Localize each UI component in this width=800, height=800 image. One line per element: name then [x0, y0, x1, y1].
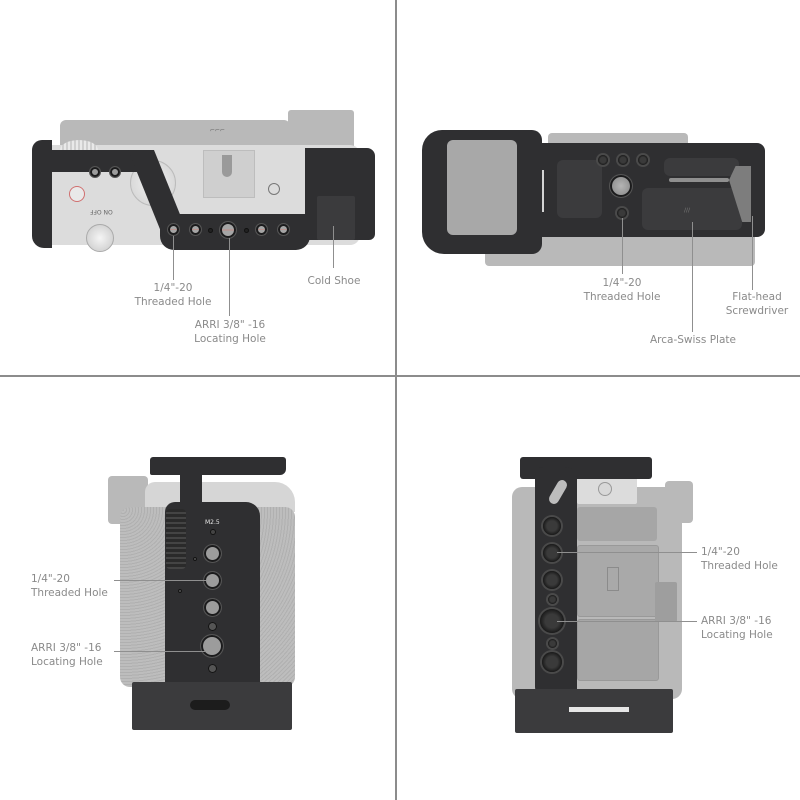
label-flat-head-screwdriver: Flat-head Screwdriver	[725, 291, 789, 317]
leader-threaded-hole	[622, 218, 623, 274]
threaded-hole-3	[543, 571, 561, 589]
top-hole-1	[90, 167, 100, 177]
label-arri-hole: ARRI 3/8" -16 Locating Hole	[31, 642, 103, 668]
cage-top-bar-left	[36, 150, 146, 172]
pin-hole-2	[548, 639, 557, 648]
leader-arri-hole	[557, 621, 697, 622]
label-arri-hole: ARRI 3/8" -16 Locating Hole	[701, 615, 773, 641]
threaded-hole-1	[543, 517, 561, 535]
threaded-hole-bottom	[617, 208, 627, 218]
leader-threaded-hole	[557, 552, 697, 553]
record-button	[70, 187, 84, 201]
mounting-screw	[610, 175, 632, 197]
m25-hole	[210, 529, 216, 535]
panel-bottom-view: ∕∕∕ 1/4"-20 Threaded Hole Arca-Swiss Pla…	[397, 0, 800, 375]
leader-threaded-hole	[173, 236, 174, 280]
top-screw	[599, 483, 611, 495]
arri-hole	[220, 222, 236, 238]
horizontal-divider	[0, 375, 800, 377]
hot-shoe-slot	[222, 155, 232, 177]
threaded-hole-4	[278, 224, 289, 235]
pin-hole-2	[244, 228, 249, 233]
label-threaded-hole: 1/4"-20 Threaded Hole	[134, 282, 212, 308]
threaded-hole-top-2	[618, 155, 628, 165]
pin-hole-2	[178, 589, 182, 593]
port-door-bottom	[577, 619, 659, 681]
threaded-hole-2	[204, 572, 221, 589]
shutter-button	[86, 224, 114, 252]
camera-brand-mark: ⌐⌐⌐	[210, 127, 226, 134]
label-cold-shoe: Cold Shoe	[307, 275, 361, 287]
label-arca-swiss-plate: Arca-Swiss Plate	[650, 334, 736, 346]
leader-arri-hole	[229, 238, 230, 316]
pin-hole-1	[193, 557, 197, 561]
base-slot	[190, 700, 230, 710]
panel-top-view: ⌐⌐⌐ A S M ON OFF 1/4"-20 Threaded Hole	[0, 0, 395, 375]
flat-head-screwdriver	[669, 178, 729, 182]
panel-port-side-view: 1/4"-20 Threaded Hole ARRI 3/8" -16 Loca…	[397, 377, 800, 800]
sensor-plane-mark	[268, 183, 280, 195]
battery-latch	[542, 170, 544, 212]
pin-hole-3	[208, 622, 217, 631]
threaded-hole-1	[168, 224, 179, 235]
threaded-hole-2	[543, 544, 561, 562]
camera-evf-port	[665, 481, 693, 523]
power-switch-text: ON OFF	[90, 208, 113, 215]
m25-engraving: M2.5	[205, 519, 220, 526]
threaded-hole-4	[542, 652, 562, 672]
leader-screwdriver	[752, 216, 753, 290]
cage-top-handle	[150, 457, 286, 475]
plate-recess-right-top	[664, 158, 739, 176]
battery-door-window	[447, 140, 517, 235]
port-door-top	[577, 507, 657, 541]
threaded-hole-3	[204, 599, 221, 616]
pin-hole-4	[208, 664, 217, 673]
vertical-divider	[395, 0, 397, 800]
lock-lever	[166, 509, 186, 569]
threaded-hole-top-3	[638, 155, 648, 165]
cold-shoe-mount	[317, 196, 355, 240]
label-threaded-hole: 1/4"-20 Threaded Hole	[583, 277, 661, 303]
label-arri-hole: ARRI 3/8" -16 Locating Hole	[194, 319, 266, 345]
top-hole-2	[110, 167, 120, 177]
pin-hole-1	[548, 595, 557, 604]
leader-arri-hole	[114, 651, 206, 652]
leader-cold-shoe	[333, 226, 334, 268]
arri-hole	[201, 635, 223, 657]
panel-grip-side-view: M2.5 1/4"-20 Threaded Hole ARRI 3/8" -16…	[0, 377, 395, 800]
label-threaded-hole: 1/4"-20 Threaded Hole	[701, 546, 778, 572]
pin-hole-1	[208, 228, 213, 233]
threaded-hole-3	[256, 224, 267, 235]
side-tab	[655, 582, 677, 622]
brand-engraving: ∕∕∕	[684, 207, 691, 214]
leader-arca-plate	[692, 222, 693, 332]
threaded-hole-1	[204, 545, 221, 562]
threaded-hole-top-1	[598, 155, 608, 165]
base-rail	[569, 707, 629, 712]
cage-upright	[180, 457, 202, 512]
threaded-hole-2	[190, 224, 201, 235]
cage-left-end	[32, 140, 52, 248]
label-threaded-hole: 1/4"-20 Threaded Hole	[31, 573, 108, 599]
leader-threaded-hole	[114, 580, 206, 581]
plate-recess-left	[557, 160, 602, 218]
port-door-slot-icon	[607, 567, 619, 591]
